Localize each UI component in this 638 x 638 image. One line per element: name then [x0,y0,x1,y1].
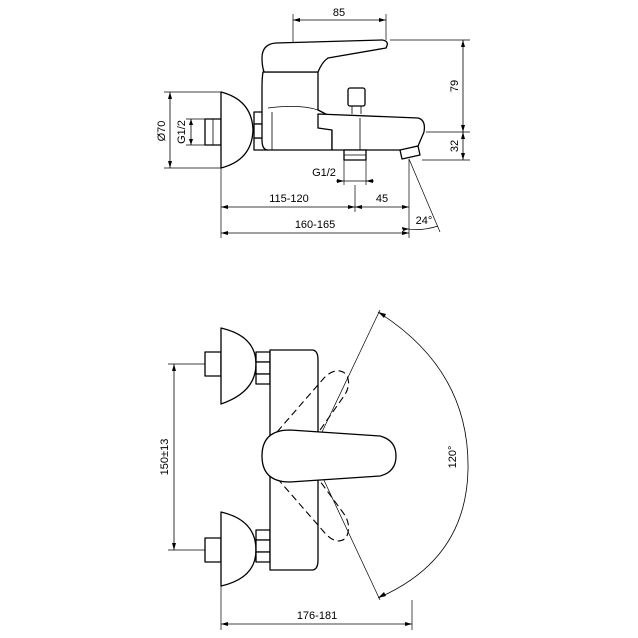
side-valve-body [261,71,333,151]
dim-depth-total: 160-165 [295,219,335,231]
top-rosette-lower [220,511,257,587]
top-rosette-upper [220,327,257,405]
top-view: 120° 150±13 176-181 [159,309,469,630]
dim-outlet-thread: G1/2 [312,167,336,179]
dim-depth-outlet: 45 [376,193,388,205]
dim-height-to-spout: 79 [449,80,461,92]
lever-position-lower [269,461,350,542]
side-rosette [220,91,254,169]
side-spout [317,113,426,151]
dim-total-depth-top: 176-181 [297,610,337,622]
side-diverter-knob [347,87,366,107]
top-connector-upper [204,351,222,377]
dim-inlet-thread: G1/2 [176,120,188,144]
dim-rotation-angle: 120° [447,446,459,469]
rotation-arc [377,311,469,599]
dim-rosette-diameter: Ø70 [156,121,168,142]
dim-spout-angle: 24° [416,215,433,227]
dim-depth-body: 115-120 [269,193,309,205]
side-view: 85 79 32 Ø70 G1/2 G1/2 [156,7,470,238]
top-lever-handle [261,429,397,483]
lever-position-upper [269,370,350,451]
side-aerator [399,145,421,160]
dim-inlet-spacing: 150±13 [159,439,171,476]
dim-outlet-height: 32 [449,140,461,152]
side-lever-handle [261,39,388,73]
top-connector-lower [204,537,222,563]
dim-handle-length: 85 [333,7,345,19]
